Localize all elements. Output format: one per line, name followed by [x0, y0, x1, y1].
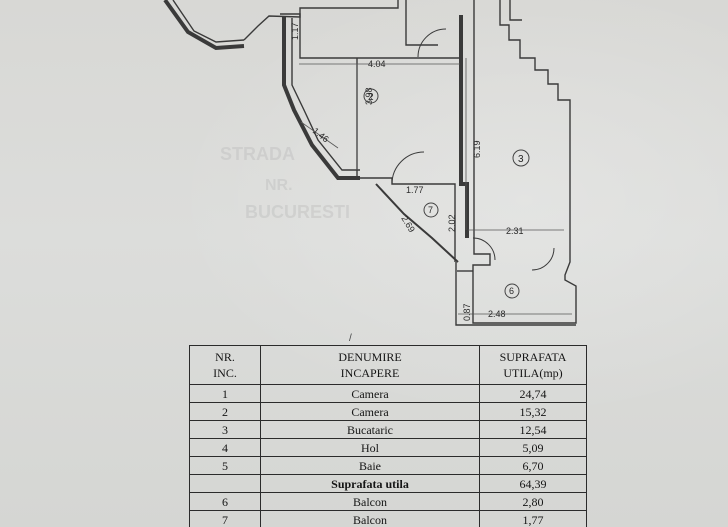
upper-middle-wall: [243, 0, 399, 41]
plan-walls: [163, 0, 577, 326]
upper-left-wall-line: [172, 0, 245, 43]
row-7-suprafata: 1,77: [479, 510, 587, 527]
row-4-denumire: Hol: [260, 438, 480, 457]
room-3-label: 3: [518, 154, 524, 165]
door-arc-4: [531, 247, 555, 271]
row-1-denumire: Camera: [260, 384, 480, 403]
area-table: NR. INC. DENUMIRE INCAPERE SUPRAFATA UTI…: [189, 345, 587, 527]
table-row: 3 Bucataric 12,54: [189, 420, 587, 439]
table-row: 6 Balcon 2,80: [189, 492, 587, 511]
dimension-line-diagonal: [300, 121, 339, 149]
row-6-suprafata: 2,80: [479, 492, 587, 511]
area-table-container: NR. INC. DENUMIRE INCAPERE SUPRAFATA UTI…: [189, 345, 587, 527]
room-markers: 2 3 7 6: [363, 88, 530, 299]
door-arc-1: [417, 28, 447, 58]
room-7-circle: [423, 202, 439, 218]
room-2-circle: [363, 88, 379, 104]
row-3-suprafata: 12,54: [479, 420, 587, 439]
row-5-suprafata: 6,70: [479, 456, 587, 475]
room-2-left-inner-wall: [291, 18, 360, 171]
header-suprafata: SUPRAFATA UTILA(mp): [479, 345, 587, 385]
header-suprafata-line-1: SUPRAFATA: [499, 350, 567, 364]
door-arc-3: [472, 237, 496, 261]
table-row-total: Suprafata utila 64,39: [189, 474, 587, 493]
row-7-nr: 7: [189, 510, 261, 527]
room-3-circle: [512, 149, 530, 167]
row-5-denumire: Baie: [260, 456, 480, 475]
total-row-nr: [189, 474, 261, 493]
dimension-label-1: 1.17: [290, 22, 300, 40]
row-3-nr: 3: [189, 420, 261, 439]
dimension-labels: 1.17 4.04 3.98 1.46 6.19 1.77 2.69 2.02 …: [290, 22, 524, 321]
table-row: 7 Balcon 1,77: [189, 510, 587, 527]
row-7-denumire: Balcon: [260, 510, 480, 527]
top-right-wall: [509, 0, 522, 21]
row-2-nr: 2: [189, 402, 261, 421]
dimension-label-11: 2.48: [488, 309, 506, 319]
header-denumire-line-2: INCAPERE: [340, 366, 400, 380]
table-row: 4 Hol 5,09: [189, 438, 587, 457]
total-row-denumire: Suprafata utila: [260, 474, 480, 493]
header-nr-line-1: NR.: [215, 350, 235, 364]
row-4-suprafata: 5,09: [479, 438, 587, 457]
door-arcs: [391, 28, 555, 271]
room-6-label: 6: [509, 286, 514, 296]
dimension-label-9: 2.31: [506, 226, 524, 236]
door-arc-2: [391, 151, 425, 185]
row-3-denumire: Bucataric: [260, 420, 480, 439]
dimension-label-2: 4.04: [368, 59, 386, 69]
floor-plan-drawing: STRADA NR. BUCURESTI: [163, 0, 577, 326]
row-2-denumire: Camera: [260, 402, 480, 421]
row-1-suprafata: 24,74: [479, 384, 587, 403]
row-1-nr: 1: [189, 384, 261, 403]
header-denumire-line-1: DENUMIRE: [338, 350, 402, 364]
watermark-line-2: NR.: [265, 177, 293, 194]
row-4-nr: 4: [189, 438, 261, 457]
room-2-left-thick-wall: [282, 16, 360, 180]
room-6-circle: [504, 283, 520, 299]
dimension-label-3: 3.98: [364, 87, 374, 105]
dimension-label-5: 6.19: [472, 140, 482, 158]
table-row: 5 Baie 6,70: [189, 456, 587, 475]
total-row-suprafata: 64,39: [479, 474, 587, 493]
dimension-label-7: 2.69: [399, 214, 417, 234]
dimension-label-10: 0.87: [462, 303, 472, 321]
dimension-lines: [299, 58, 572, 315]
header-nr: NR. INC.: [189, 345, 261, 385]
row-2-suprafata: 15,32: [479, 402, 587, 421]
lower-wall-line: [455, 262, 576, 326]
watermark-line-1: STRADA: [220, 144, 295, 164]
central-thick-wall: [459, 15, 469, 238]
table-row: 2 Camera 15,32: [189, 402, 587, 421]
upper-left-thick-wall: [163, 0, 245, 51]
floor-plan: STRADA NR. BUCURESTI: [163, 0, 577, 326]
table-row: 1 Camera 24,74: [189, 384, 587, 403]
room-7-diagonal-wall: [375, 183, 459, 263]
row-5-nr: 5: [189, 456, 261, 475]
upper-door-wall: [405, 0, 438, 46]
row-6-denumire: Balcon: [260, 492, 480, 511]
room-7-label: 7: [428, 205, 433, 215]
row-6-nr: 6: [189, 492, 261, 511]
room-2-top-wall: [280, 13, 460, 59]
kitchen-outline: [472, 0, 577, 324]
watermark-text: STRADA NR. BUCURESTI: [220, 144, 350, 222]
small-page-mark: /: [349, 333, 352, 344]
header-suprafata-line-2: UTILA(mp): [503, 366, 563, 380]
header-nr-line-2: INC.: [213, 366, 237, 380]
dimension-label-6: 1.77: [406, 185, 424, 195]
watermark-line-3: BUCURESTI: [245, 202, 350, 222]
dimension-label-4: 1.46: [311, 126, 331, 145]
table-header-row: NR. INC. DENUMIRE INCAPERE SUPRAFATA UTI…: [189, 345, 587, 385]
header-denumire: DENUMIRE INCAPERE: [260, 345, 480, 385]
room-2-label: 2: [368, 92, 374, 103]
dimension-label-8: 2.02: [447, 214, 457, 232]
